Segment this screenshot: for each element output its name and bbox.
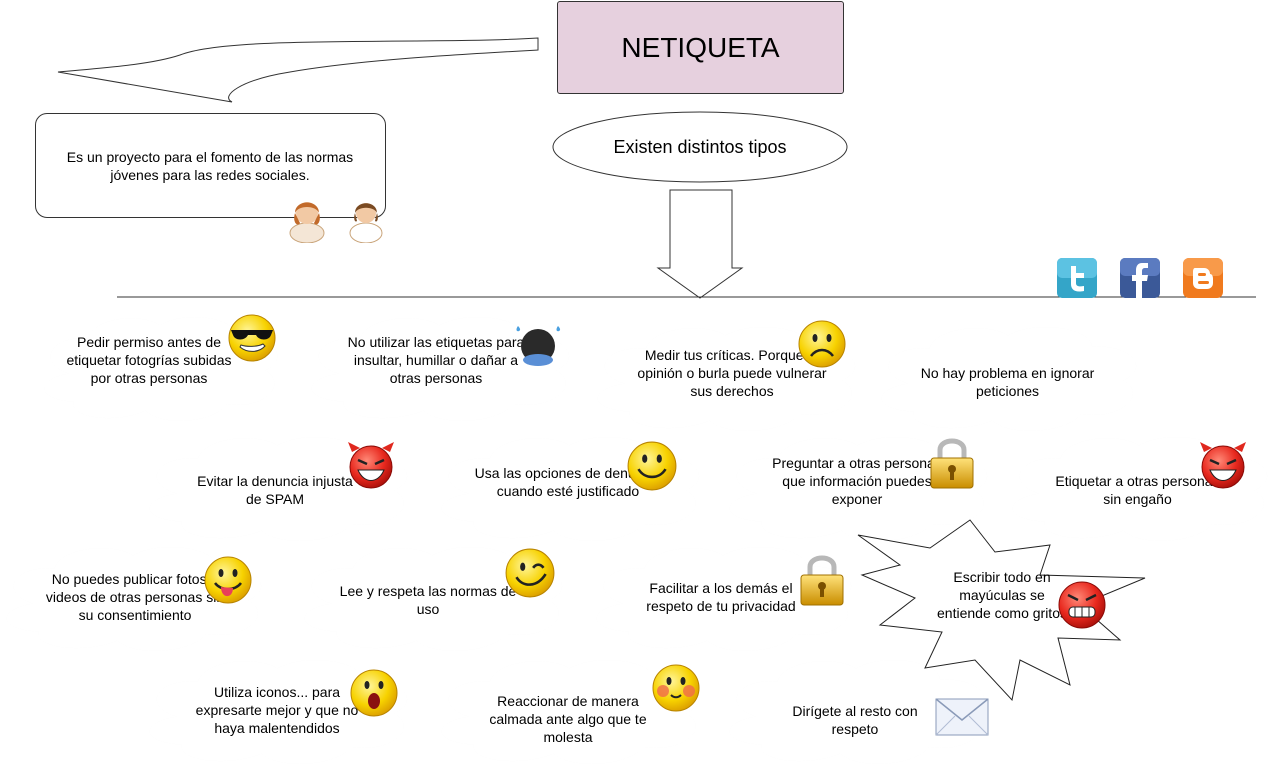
wink-smiley-icon: [505, 548, 555, 598]
definition-text: Es un proyecto para el fomento de las no…: [66, 149, 354, 183]
lock-icon: [930, 438, 974, 489]
happy-smiley-icon: [627, 441, 677, 491]
devil-smiley-icon: [348, 442, 394, 489]
blushing-smiley-icon: [652, 664, 700, 712]
surprised-smiley-icon: [350, 669, 398, 717]
rule-text: No hay problema en ignorar peticiones: [920, 365, 1095, 399]
person-icon: [289, 202, 325, 243]
rule-text: No puedes publicar fotos o videos de otr…: [45, 571, 225, 623]
crying-emoji-icon: [516, 326, 561, 366]
cool-smiley-icon: [228, 314, 276, 362]
facebook-icon[interactable]: [1120, 258, 1160, 298]
sad-smiley-icon: [798, 320, 846, 368]
rule-text: Medir tus críticas. Porque tu opinión o …: [637, 347, 827, 399]
rule-text: Facilitar a los demás el respeto de tu p…: [646, 580, 796, 614]
page-title: NETIQUETA: [621, 31, 780, 63]
title-box: NETIQUETA: [557, 1, 844, 94]
rule-text: Dirígete al resto con respeto: [792, 703, 918, 737]
rule-text: Reaccionar de manera calmada ante algo q…: [489, 693, 647, 745]
rule-text: Escribir todo en mayúculas se entiende c…: [937, 569, 1067, 621]
twitter-icon[interactable]: [1057, 258, 1097, 298]
angry-smiley-icon: [1058, 581, 1106, 629]
blogger-icon[interactable]: [1183, 258, 1223, 298]
lock-icon: [800, 555, 844, 606]
envelope-icon: [935, 698, 989, 736]
person-icon: [349, 203, 383, 243]
rule-text: No utilizar las etiquetas para insultar,…: [347, 334, 525, 386]
rule-text: Usa las opciones de denuncia cuando esté…: [474, 465, 662, 499]
rule-text: Etiquetar a otras personas sin engaño: [1055, 473, 1220, 507]
rule-text: Pedir permiso antes de etiquetar fotogrí…: [66, 334, 232, 386]
definition-box: [35, 113, 386, 218]
rule-text: Preguntar a otras personas que informaci…: [772, 455, 942, 507]
devil-smiley-icon: [1200, 442, 1246, 489]
rule-text: Evitar la denuncia injusta de SPAM: [197, 473, 353, 507]
rule-text: Lee y respeta las normas de uso: [339, 583, 517, 617]
rule-text: Utiliza iconos... para expresarte mejor …: [195, 684, 359, 736]
tongue-smiley-icon: [204, 556, 252, 604]
types-label: Existen distintos tipos: [613, 137, 787, 157]
